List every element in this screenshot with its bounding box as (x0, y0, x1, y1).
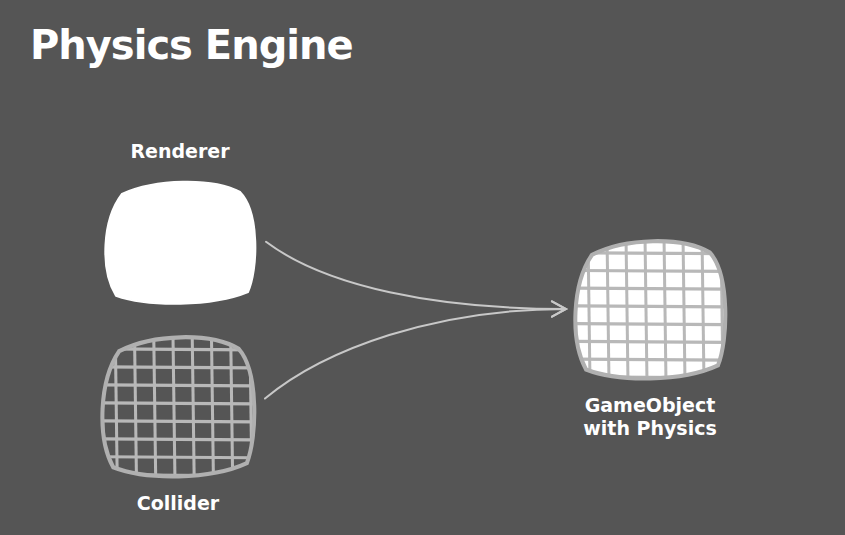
collider-blob-shape (97, 332, 259, 480)
physics-object-blob (570, 236, 730, 382)
collider-blob (97, 332, 259, 480)
renderer-blob (100, 177, 260, 307)
shape-label: Renderer (130, 140, 229, 163)
shape-node: Renderer (100, 140, 260, 307)
shape-label: Collider (137, 492, 219, 515)
curved-arrow (266, 242, 566, 317)
diagram-title: Physics Engine (30, 22, 353, 68)
renderer-blob-shape (100, 177, 260, 307)
curved-arrow (265, 301, 566, 398)
shape-node: Collider (97, 332, 259, 515)
shape-label: GameObject with Physics (575, 394, 725, 440)
shape-node: GameObject with Physics (570, 236, 730, 440)
physics-object-blob-shape (570, 236, 730, 382)
